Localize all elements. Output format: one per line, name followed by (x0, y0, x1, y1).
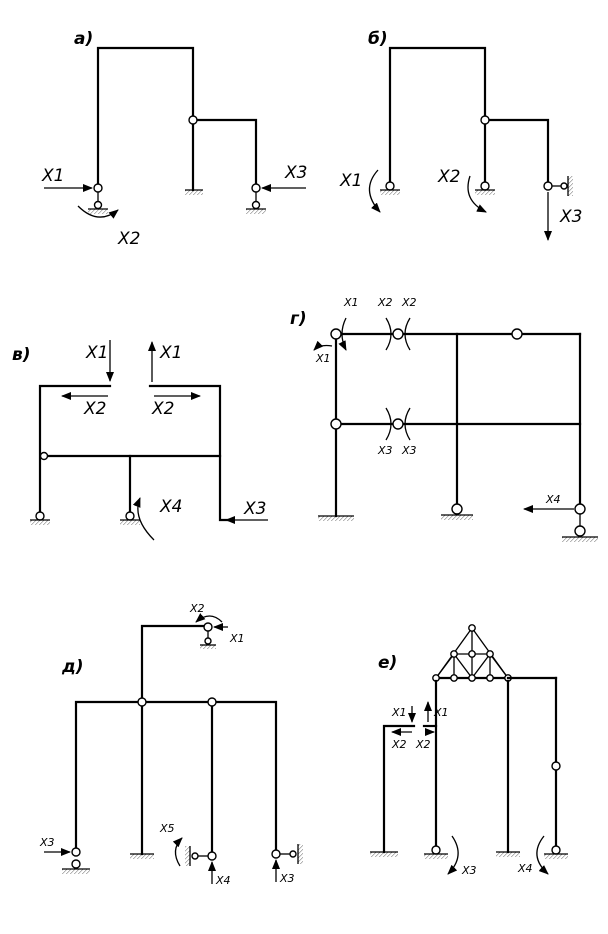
label-x3: X3 (39, 836, 55, 849)
panel-d-top-arm (140, 624, 210, 702)
hinge (188, 115, 198, 125)
panel-v-frame (38, 384, 112, 518)
label-x2: X2 (83, 399, 106, 419)
panel-b-frame-right (485, 118, 550, 188)
label-x3: X3 (377, 444, 393, 457)
label-x3: X3 (559, 207, 582, 227)
panel-e: е) (370, 624, 568, 877)
label-x1: X1 (339, 171, 362, 191)
hinge (251, 183, 261, 193)
label-x1: X1 (343, 296, 359, 309)
panel-v-frame (148, 384, 230, 522)
fixed-support-hatch (185, 190, 203, 195)
panel-a-caption: а) (74, 29, 93, 49)
panel-v-caption: в) (12, 345, 31, 365)
panel-e-stub (382, 724, 416, 854)
label-x3: X3 (461, 864, 477, 877)
label-x3: X3 (401, 444, 417, 457)
label-x4: X4 (545, 493, 561, 506)
panel-d-caption: д) (61, 657, 84, 677)
panel-a: а) X1 X2 X3 (41, 29, 307, 249)
moment-arrow (467, 175, 487, 213)
label-x2: X2 (189, 602, 205, 615)
label-x2: X2 (391, 738, 407, 751)
label-x1: X1 (391, 706, 407, 719)
label-x1: X1 (159, 343, 182, 363)
moment-arrow (368, 169, 381, 213)
moment-arrow (77, 205, 119, 219)
label-x4: X4 (215, 874, 231, 887)
panel-v: в) X1 X1 X2 X2 X3 X4 (12, 340, 268, 541)
label-x1: X1 (85, 343, 108, 363)
label-x1: X1 (315, 352, 331, 365)
label-x4: X4 (517, 862, 533, 875)
label-x4: X4 (159, 497, 182, 517)
panel-b: б) X1 X2 X3 (339, 29, 582, 241)
panel-g: г) X1 X1 X2 X2 X3 X3 X4 (290, 296, 598, 542)
panel-a-frame-right (193, 118, 258, 190)
label-x3: X3 (284, 163, 307, 183)
label-x2: X2 (377, 296, 393, 309)
label-x2: X2 (151, 399, 174, 419)
label-x2: X2 (401, 296, 417, 309)
panel-d-frame (74, 700, 278, 852)
panel-e-caption: е) (378, 653, 397, 673)
label-x1: X1 (41, 166, 64, 186)
panel-b-caption: б) (368, 29, 388, 49)
panel-d: д) X2 X1 X3 X5 X4 (39, 602, 303, 887)
label-x2: X2 (437, 167, 460, 187)
label-x3: X3 (279, 872, 295, 885)
label-x1: X1 (433, 706, 449, 719)
label-x5: X5 (159, 822, 175, 835)
panel-a-frame-left (96, 46, 195, 192)
label-x1: X1 (229, 632, 245, 645)
label-x2: X2 (415, 738, 431, 751)
label-x2: X2 (117, 229, 140, 249)
panel-b-frame-left (388, 46, 487, 188)
hinge (93, 183, 103, 193)
panel-g-caption: г) (290, 309, 307, 329)
roof-truss (432, 624, 512, 682)
label-x3: X3 (243, 499, 266, 519)
